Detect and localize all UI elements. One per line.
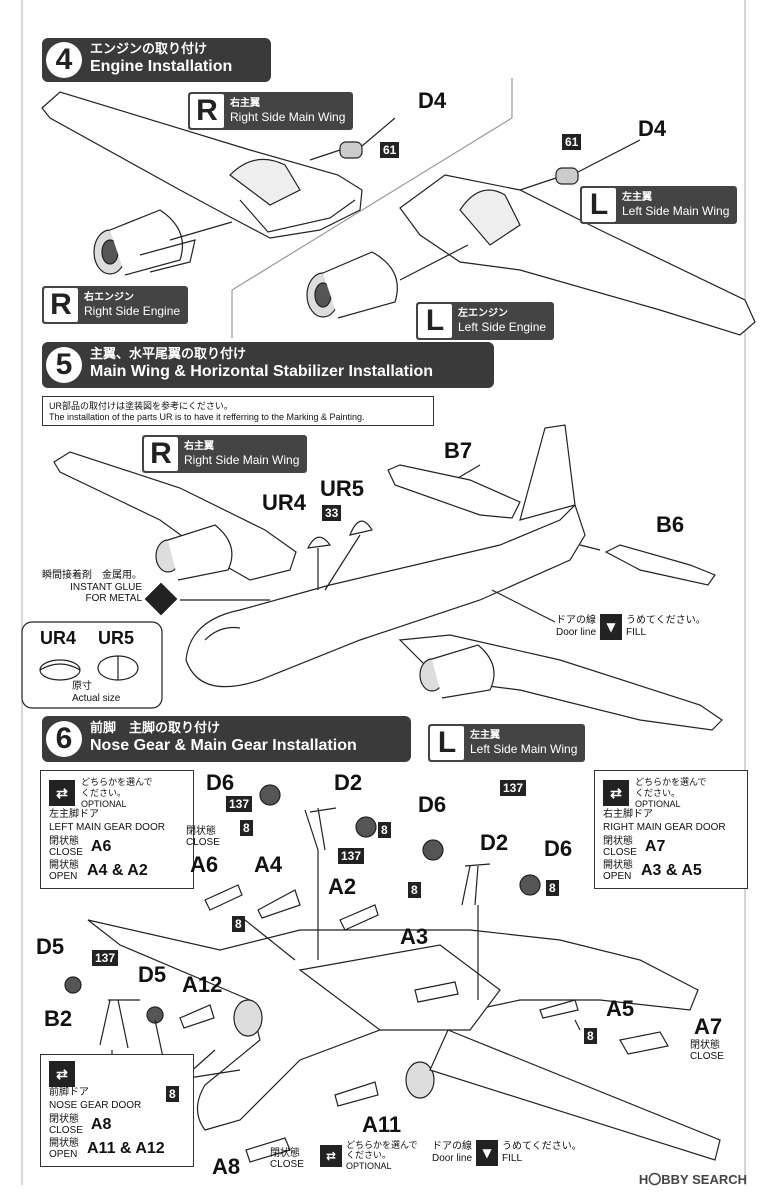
- right-engine-drawing: [93, 209, 196, 276]
- part-d6-left: D6: [206, 770, 235, 795]
- part-b7: B7: [444, 438, 473, 463]
- step-number: 6: [46, 721, 82, 757]
- step-4-header: 4 エンジンの取り付け Engine Installation: [42, 38, 271, 82]
- part-b2: B2: [44, 1006, 73, 1031]
- fill-icon: ▼: [476, 1140, 499, 1166]
- step-number: 5: [46, 347, 82, 383]
- part-137-b: 137: [338, 848, 365, 864]
- part-d5-b: D5: [138, 962, 167, 987]
- step-5-header: 5 主翼、水平尾翼の取り付け Main Wing & Horizontal St…: [42, 342, 494, 388]
- part-b6: B6: [656, 512, 685, 537]
- part-d6-right-b: D6: [544, 836, 573, 861]
- part-a6: A6: [190, 852, 219, 877]
- actual-size-ur5: UR5: [98, 628, 135, 648]
- part-61-left: 61: [562, 134, 582, 150]
- actual-size-label: 原寸 Actual size: [72, 681, 121, 704]
- part-61-right: 61: [380, 142, 400, 158]
- step-title-en: Engine Installation: [90, 58, 233, 76]
- part-33: 33: [322, 505, 342, 521]
- instant-glue-note: 瞬間接着剤 金属用。 INSTANT GLUE FOR METAL: [42, 570, 142, 604]
- part-d2-right: D2: [480, 830, 509, 855]
- part-137-a: 137: [226, 796, 253, 812]
- fuselage-drawing: [185, 503, 586, 688]
- part-8-e: 8: [546, 880, 559, 896]
- right-main-wing-drawing: [41, 91, 363, 239]
- part-ur5: UR5: [320, 476, 365, 501]
- part-a4: A4: [254, 852, 283, 877]
- part-a3: A3: [400, 924, 429, 949]
- part-d2-left: D2: [334, 770, 363, 795]
- part-a7: A7: [694, 1014, 723, 1039]
- part-a8: A8: [212, 1154, 241, 1179]
- part-a12: A12: [182, 972, 223, 997]
- close-label-a7: 閉状態 CLOSE: [690, 1040, 724, 1062]
- part-8-g: 8: [584, 1028, 597, 1044]
- optional-arrows-icon: ⇄: [320, 1144, 342, 1167]
- step-number: 4: [46, 42, 82, 78]
- part-8-a: 8: [240, 820, 253, 836]
- part-d4-right: D4: [418, 88, 447, 113]
- watermark: H〇BBY SEARCH: [638, 1172, 747, 1187]
- door-line-note-step5: ドアの線 Door line ▼ うめてください。 FILL: [556, 614, 706, 640]
- optional-arrows-icon: ⇄: [603, 780, 629, 807]
- fill-icon: ▼: [600, 614, 623, 640]
- ur-note-box: UR部品の取付けは塗装図を参考にください。 The installation o…: [42, 396, 434, 426]
- part-8-f: 8: [166, 1086, 179, 1102]
- option-right-main-gear-door: ⇄ どちらかを選んで ください。 OPTIONAL 右主脚ドア RIGHT MA…: [594, 770, 748, 890]
- actual-size-ur4: UR4: [40, 628, 77, 648]
- step-title-jp: 主翼、水平尾翼の取り付け: [90, 347, 247, 363]
- part-137-d: 137: [92, 950, 119, 966]
- part-d6-right-a: D6: [418, 792, 447, 817]
- option-left-main-gear-door: ⇄ どちらかを選んで ください。 OPTIONAL 左主脚ドア LEFT MAI…: [40, 770, 194, 890]
- step-title-en: Nose Gear & Main Gear Installation: [90, 737, 357, 755]
- step-title-en: Main Wing & Horizontal Stabilizer Instal…: [90, 363, 433, 381]
- part-a11: A11: [362, 1112, 402, 1137]
- step-6-header: 6 前脚 主脚の取り付け Nose Gear & Main Gear Insta…: [42, 716, 411, 762]
- part-a5: A5: [606, 996, 635, 1021]
- optional-arrows-icon: ⇄: [49, 780, 75, 807]
- door-line-note-step6: ドアの線 Door line ▼ うめてください。 FILL: [432, 1140, 582, 1166]
- part-8-c: 8: [232, 916, 245, 932]
- part-8-b: 8: [378, 822, 391, 838]
- part-ur4: UR4: [262, 490, 307, 515]
- optional-arrows-icon: ⇄: [49, 1061, 75, 1087]
- step-title-jp: エンジンの取り付け: [90, 42, 208, 58]
- part-d5-a: D5: [36, 934, 65, 959]
- part-8-d: 8: [408, 882, 421, 898]
- left-engine-drawing: [306, 251, 398, 319]
- step-title-jp: 前脚 主脚の取り付け: [90, 721, 221, 737]
- part-137-c: 137: [500, 780, 527, 796]
- optional-note-bottom: ⇄ どちらかを選んで ください。 OPTIONAL: [320, 1140, 418, 1171]
- close-label-a8: 閉状態 CLOSE: [270, 1148, 304, 1170]
- ur-note-jp: UR部品の取付けは塗装図を参考にください。: [49, 401, 233, 411]
- ur-note-en: The installation of the parts UR is to h…: [49, 412, 365, 422]
- part-d4-left: D4: [638, 116, 667, 141]
- part-a2: A2: [328, 874, 357, 899]
- close-label-a6: 閉状態 CLOSE: [186, 826, 220, 848]
